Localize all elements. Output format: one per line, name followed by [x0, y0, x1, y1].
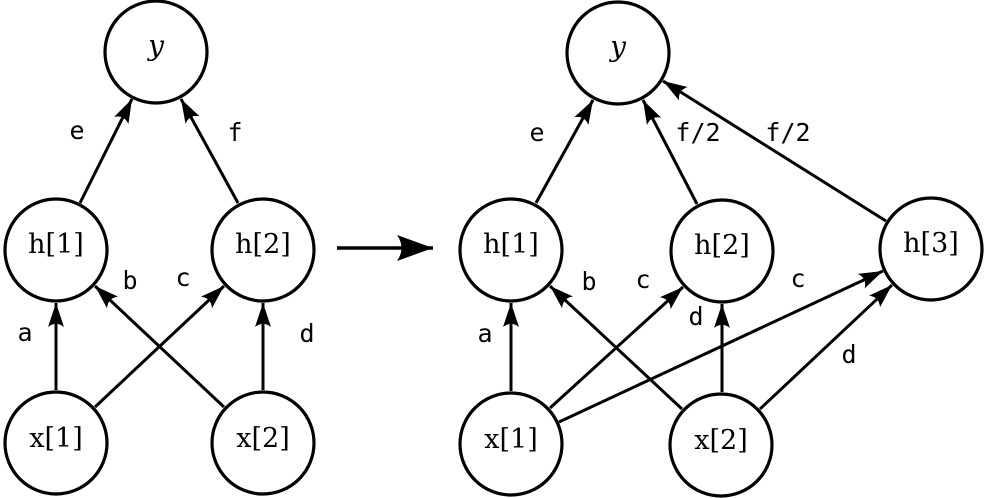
right-node-h1-label: h[1]	[483, 229, 539, 260]
left-edge-x2-h1	[93, 284, 226, 409]
right-edge-c2-label: c	[790, 264, 805, 293]
right-edge-b-label: b	[581, 267, 596, 296]
left-node-h1-label: h[1]	[28, 229, 84, 260]
left-graph: y h[1] h[2] x[1] x[2] e f a b c d	[3, 0, 316, 496]
left-edge-h2-y	[179, 98, 240, 204]
right-edge-d2-label: d	[841, 340, 856, 369]
right-edge-x1-h2	[548, 285, 685, 410]
left-node-h1-circle	[3, 197, 109, 303]
right-node-y-label: y	[608, 30, 627, 63]
left-edge-d-label: d	[299, 319, 314, 348]
left-edge-a-label: a	[17, 318, 32, 347]
right-edge-h3-y	[662, 79, 887, 223]
left-node-h2-circle	[210, 197, 316, 303]
right-edge-d1-label: d	[688, 302, 703, 331]
right-edge-h2-y	[641, 99, 699, 205]
right-node-h2-label: h[2]	[694, 230, 750, 261]
right-edge-h1-y	[534, 99, 595, 204]
right-node-h2-circle	[669, 198, 775, 304]
right-graph: y h[1] h[2] h[3] x[1] x[2] e f/2 f/2 a b…	[458, 0, 984, 498]
right-node-h3-circle	[878, 196, 984, 302]
left-edge-c-label: c	[175, 263, 190, 292]
right-edge-a-label: a	[477, 319, 492, 348]
left-node-x1-label: x[1]	[29, 423, 82, 454]
right-node-x1-circle	[458, 391, 564, 497]
left-edge-h1-y	[78, 98, 134, 204]
left-node-y-circle	[103, 0, 209, 105]
left-edge-e-label: e	[69, 116, 84, 145]
left-node-y-label: y	[146, 29, 165, 62]
right-node-x2-label: x[2]	[694, 425, 747, 456]
right-edge-f2a-label: f/2	[675, 118, 720, 147]
right-edge-c1-label: c	[635, 265, 650, 294]
left-node-x1-circle	[3, 390, 109, 496]
right-node-x2-circle	[668, 392, 774, 498]
right-edge-e-label: e	[529, 118, 544, 147]
right-node-h1-circle	[458, 197, 564, 303]
left-node-x2-circle	[210, 390, 316, 496]
left-node-h2-label: h[2]	[235, 229, 291, 260]
right-edge-x2-h3	[758, 283, 894, 411]
right-edge-x1-h3	[558, 269, 884, 424]
right-node-h3-label: h[3]	[903, 228, 959, 259]
left-edge-f-label: f	[227, 118, 242, 147]
right-node-y-circle	[565, 0, 671, 106]
left-edge-b-label: b	[122, 266, 137, 295]
right-edge-f2b-label: f/2	[765, 118, 810, 147]
left-node-x2-label: x[2]	[236, 423, 289, 454]
right-node-x1-label: x[1]	[484, 424, 537, 455]
